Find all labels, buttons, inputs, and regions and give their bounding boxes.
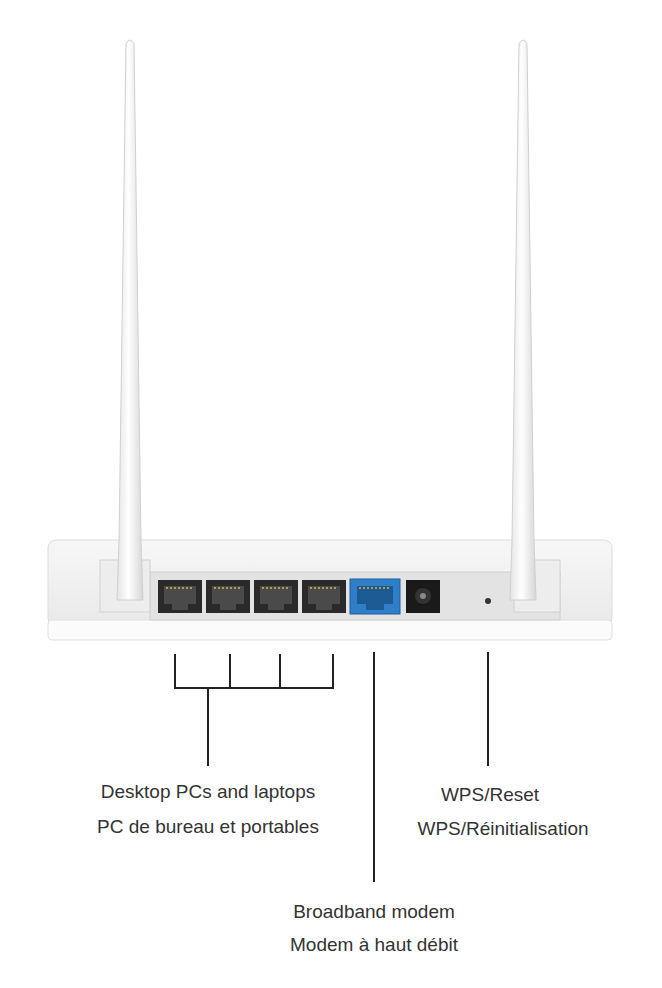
- router-base: [48, 620, 612, 640]
- part-label: Broadband modem: [293, 900, 455, 924]
- leader-lines: [175, 652, 488, 882]
- part-label: PC de bureau et portables: [97, 815, 319, 839]
- part-label: WPS/Reset: [441, 783, 539, 807]
- part-label: WPS/Réinitialisation: [417, 817, 588, 841]
- antenna: [510, 40, 536, 600]
- antenna: [117, 40, 143, 600]
- lan-ports: [158, 580, 346, 613]
- port-panel: [150, 572, 560, 620]
- part-label: Desktop PCs and laptops: [101, 780, 315, 804]
- power-jack: [406, 580, 440, 613]
- wan-port: [350, 579, 400, 614]
- part-label: Modem à haut débit: [290, 933, 458, 957]
- reset-hole: [485, 598, 491, 604]
